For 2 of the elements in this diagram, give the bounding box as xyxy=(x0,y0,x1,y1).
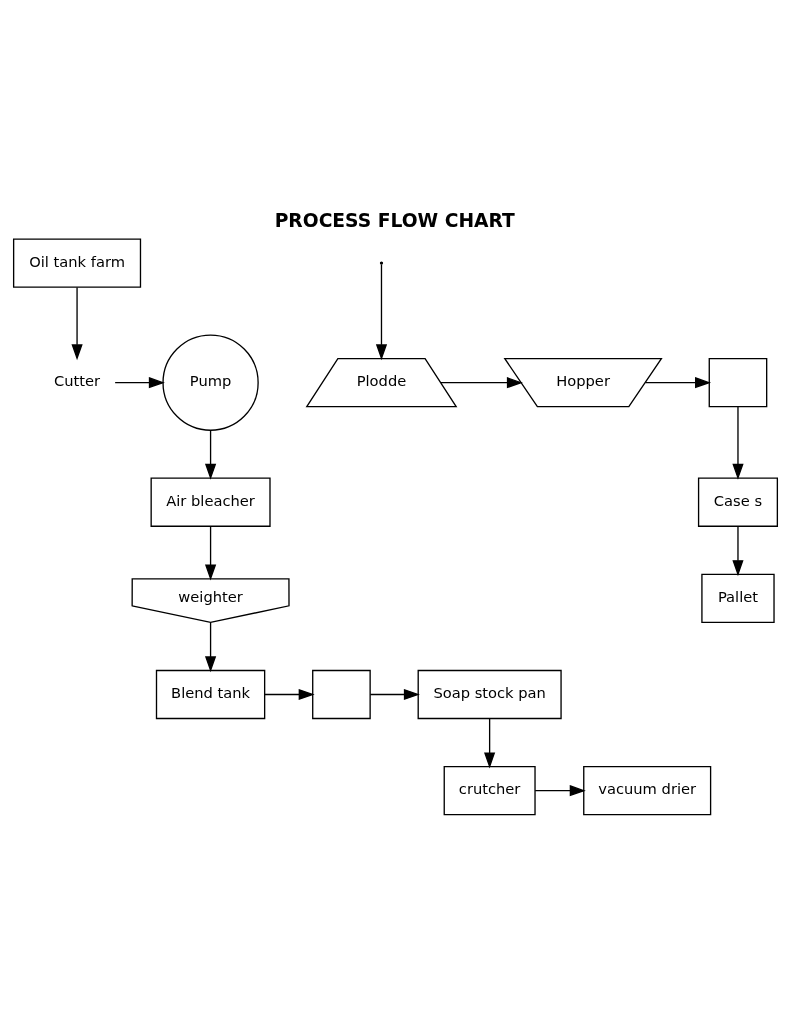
diagram-title: PROCESS FLOW CHART xyxy=(274,210,515,232)
node-text: Cutter xyxy=(54,372,101,390)
